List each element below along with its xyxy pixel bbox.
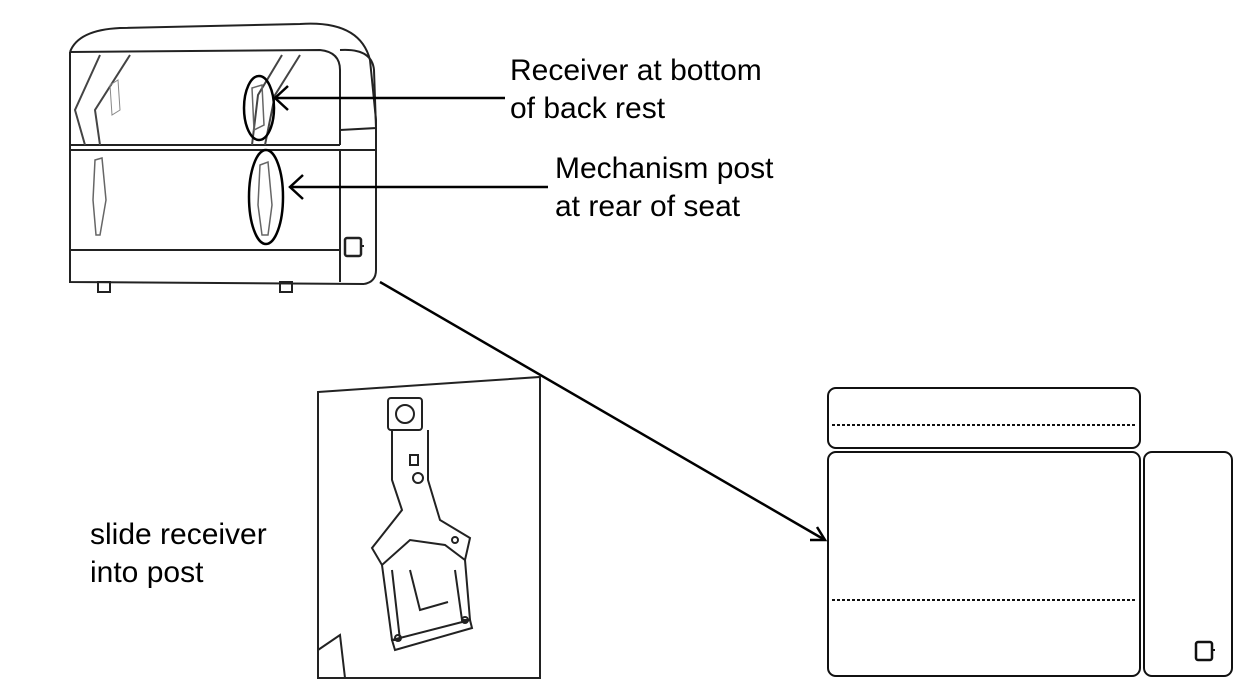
receiver-annotation-line1: Receiver at bottom	[510, 54, 762, 87]
mechanism-post-sketch-right	[257, 160, 273, 236]
sofa-outer-outline	[69, 22, 377, 285]
sofa-left-bottom-outline	[69, 52, 365, 285]
sofa-section-illustration	[69, 22, 378, 293]
mechanism-post-highlight-circle	[247, 148, 285, 246]
closeup-card-frame	[317, 375, 541, 679]
mechanism-annotation: Mechanism post at rear of seat	[555, 150, 773, 226]
foot-left	[97, 281, 111, 293]
backrest-panel-left	[73, 54, 101, 146]
receiver-annotation: Receiver at bottom of back rest	[510, 52, 762, 128]
sofa-top-view	[827, 387, 1233, 677]
receiver-annotation-line2: of back rest	[510, 92, 666, 125]
receiver-sketch-right	[251, 84, 265, 132]
mechanism-closeup-card	[317, 375, 541, 679]
receiver-highlight-circle	[242, 74, 276, 142]
mechanism-bracket-drawing	[370, 397, 474, 652]
slide-annotation-line2: into post	[90, 556, 204, 589]
slide-annotation-line1: slide receiver	[90, 518, 267, 551]
arm-top	[339, 48, 378, 131]
backrest-top-band	[69, 48, 341, 145]
mechanism-annotation-line2: at rear of seat	[555, 190, 741, 223]
closeup-card-corner	[317, 633, 346, 679]
receiver-callout-arrow	[273, 85, 505, 111]
foot-right	[279, 281, 293, 293]
mechanism-post-sketch-left	[92, 157, 107, 236]
backrest-panel-right	[264, 54, 301, 146]
seat-top-view	[827, 451, 1141, 677]
slide-annotation: slide receiver into post	[90, 516, 267, 592]
direction-arrow	[379, 280, 828, 542]
bracket-icon	[343, 236, 363, 258]
arm-top-view	[1143, 451, 1233, 677]
backrest-panel-left-inner	[93, 54, 131, 146]
mechanism-callout-arrow	[288, 174, 548, 200]
mechanism-annotation-line1: Mechanism post	[555, 152, 774, 185]
backrest-top-view	[827, 387, 1141, 449]
receiver-sketch-left	[109, 79, 121, 116]
